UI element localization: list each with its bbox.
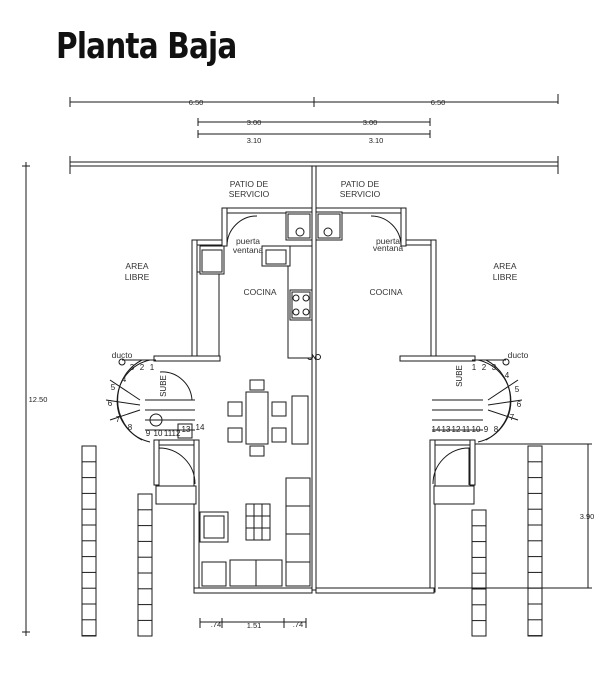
label-puerta-right-2: ventana xyxy=(373,243,404,253)
label-ducto-left: ducto xyxy=(112,350,133,360)
right-stair-step-12: 12 xyxy=(452,425,461,434)
label-puerta-left-1: puerta xyxy=(236,236,260,246)
left-stair-step-4: 4 xyxy=(122,375,127,384)
left-stair-step-3: 3 xyxy=(130,363,135,372)
label-puerta-left-2: ventana xyxy=(233,245,264,255)
label-cocina-left: COCINA xyxy=(243,287,276,297)
dim-bottom-c: .74 xyxy=(293,620,303,629)
label-area-right-2: LIBRE xyxy=(493,272,518,282)
label-patio-right-2: SERVICIO xyxy=(340,189,381,199)
label-patio-right-1: PATIO DE xyxy=(341,179,380,189)
dim-low-right: 3.10 xyxy=(369,136,384,145)
dim-height-right: 3.90 xyxy=(580,512,595,521)
left-stair-step-10: 10 xyxy=(154,429,163,438)
right-stair-step-11: 11 xyxy=(462,425,471,434)
dimension-lines-bottom xyxy=(199,618,307,628)
right-stair-step-9: 9 xyxy=(484,425,489,434)
label-cocina-right: COCINA xyxy=(369,287,402,297)
dim-height-total: 12.50 xyxy=(29,395,48,404)
left-staircase xyxy=(105,358,195,443)
kitchen-fixtures xyxy=(201,213,341,319)
dim-mid-right: 3.00 xyxy=(363,118,378,127)
label-sube-left: SUBE xyxy=(159,375,168,397)
right-stair-step-5: 5 xyxy=(515,385,520,394)
label-area-left-1: AREA xyxy=(125,261,148,271)
right-stair-step-7: 7 xyxy=(510,413,515,422)
left-stair-step-8: 8 xyxy=(128,423,133,432)
right-stair-step-13: 13 xyxy=(442,425,451,434)
left-stair-step-11: 11 xyxy=(164,429,173,438)
dim-bottom-a: .74 xyxy=(211,620,221,629)
right-stair-step-3: 3 xyxy=(492,363,497,372)
label-ducto-right: ducto xyxy=(508,350,529,360)
right-stair-step-10: 10 xyxy=(472,425,481,434)
page-title: Planta Baja xyxy=(56,26,237,67)
right-unit-walls xyxy=(315,207,476,594)
right-stair-step-14: 14 xyxy=(432,425,441,434)
dim-bottom-b: 1.51 xyxy=(247,621,262,630)
left-unit-walls xyxy=(153,207,313,594)
right-stair-step-4: 4 xyxy=(505,371,510,380)
label-area-right-1: AREA xyxy=(493,261,516,271)
dim-top-left: 6.50 xyxy=(189,98,204,107)
right-stair-step-6: 6 xyxy=(517,400,522,409)
dining-table xyxy=(227,379,309,457)
label-sube-right: SUBE xyxy=(455,365,464,387)
dim-top-right: 6.50 xyxy=(431,98,446,107)
dimension-line-height xyxy=(22,162,30,636)
dimension-lines-top xyxy=(69,94,559,138)
label-patio-left-2: SERVICIO xyxy=(229,189,270,199)
right-stair-step-8: 8 xyxy=(494,425,499,434)
dimension-line-right xyxy=(438,443,592,589)
left-stair-step-2: 2 xyxy=(140,363,145,372)
left-stair-step-1: 1 xyxy=(150,363,155,372)
left-stair-step-6: 6 xyxy=(108,399,113,408)
left-stair-step-13: 13 xyxy=(182,425,191,434)
right-stair-step-1: 1 xyxy=(472,363,477,372)
left-stair-step-14: 14 xyxy=(196,423,205,432)
living-furniture xyxy=(199,477,311,587)
dim-low-left: 3.10 xyxy=(247,136,262,145)
label-puerta-right-1: puerta xyxy=(376,236,400,246)
left-stair-step-12: 12 xyxy=(172,429,181,438)
fence-column-dividers xyxy=(82,461,542,637)
label-area-left-2: LIBRE xyxy=(125,272,150,282)
left-stair-step-7: 7 xyxy=(116,415,121,424)
dim-mid-left: 3.00 xyxy=(247,118,262,127)
door-swings xyxy=(158,215,470,485)
label-patio-left-1: PATIO DE xyxy=(230,179,269,189)
left-stair-step-9: 9 xyxy=(146,429,151,438)
right-stair-step-2: 2 xyxy=(482,363,487,372)
right-staircase xyxy=(432,358,523,443)
left-stair-step-5: 5 xyxy=(111,383,116,392)
